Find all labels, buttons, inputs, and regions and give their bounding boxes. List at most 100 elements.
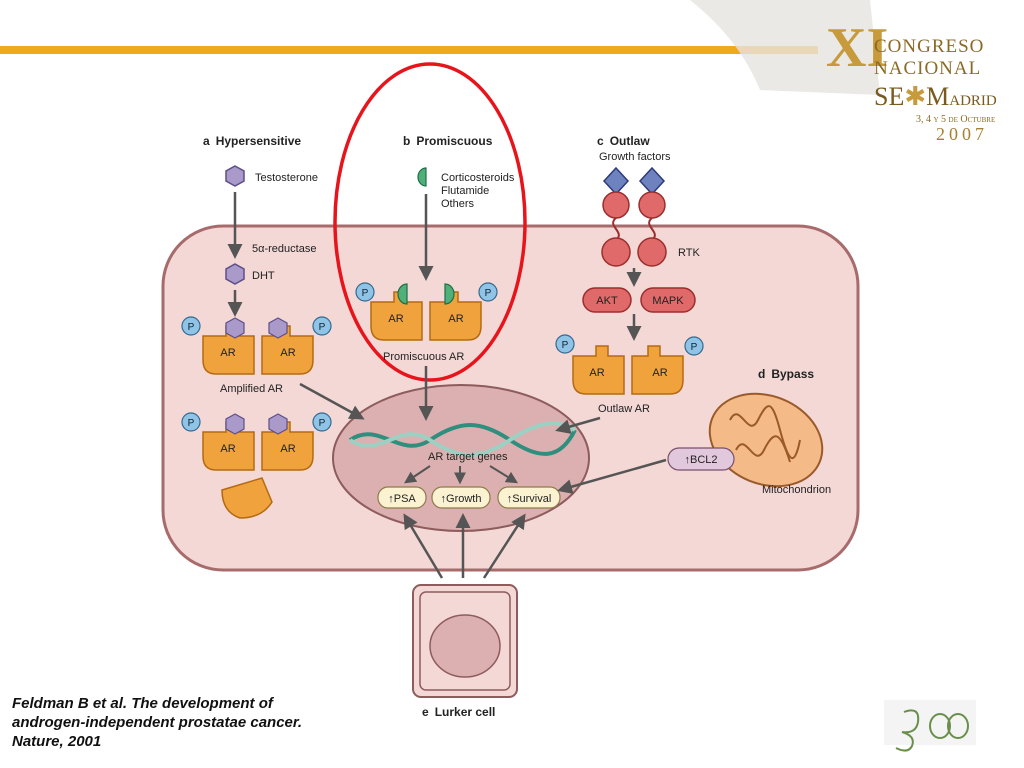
citation: Feldman B et al. The development of andr… <box>12 694 392 751</box>
dht-bound-left <box>225 317 245 339</box>
citation-line-3: Nature, 2001 <box>12 733 102 750</box>
phospho-a1-right-label: P <box>319 322 326 333</box>
citation-line-1: Feldman B et al. The development of <box>12 695 273 712</box>
ligand-bound-left <box>397 283 408 305</box>
phospho-c-left <box>555 334 575 354</box>
testosterone-label: Testosterone <box>255 172 318 184</box>
outlaw-ar-label: Outlaw AR <box>598 403 650 415</box>
dht-label: DHT <box>252 270 275 282</box>
phospho-a2-right <box>312 412 332 432</box>
dht-bound-a2-right <box>268 413 288 435</box>
reductase-label: 5α-reductase <box>252 243 316 255</box>
akt-box <box>582 287 632 313</box>
arrow-genes-psa <box>404 465 431 484</box>
rtk-label: RTK <box>678 247 700 259</box>
mapk-box <box>640 287 696 313</box>
header-bar <box>0 46 818 54</box>
rtk-domain-right-top <box>638 191 666 219</box>
arrow-lurker-survival <box>482 513 526 579</box>
mitochondrion <box>708 392 824 488</box>
phospho-b-right <box>478 282 498 302</box>
growth-factor-left <box>602 166 630 196</box>
footer-logo <box>895 709 920 752</box>
lurker-cell-inner <box>419 591 511 691</box>
mapk-label: MAPK <box>652 295 684 307</box>
roman-numeral: XI <box>826 17 889 79</box>
amplified-ar-label: Amplified AR <box>220 383 283 395</box>
dht-bound-a2-left <box>225 413 245 435</box>
ar-target-genes-label: AR target genes <box>428 451 508 463</box>
survival-label: ↑Survival <box>507 493 552 505</box>
ar-label-a1-left: AR <box>220 347 235 359</box>
ligand-molecule <box>417 167 427 187</box>
rtk-domain-right-bottom <box>637 237 667 267</box>
rtk-domain-left-top <box>602 191 630 219</box>
growth-factor-right <box>638 166 666 196</box>
congress-line1: CONGRESO <box>874 36 985 57</box>
ar-label-c-right: AR <box>652 367 667 379</box>
ligand-label-2: Flutamide <box>441 185 489 197</box>
phospho-b-right-label: P <box>485 288 492 299</box>
footer-logo-ring-2 <box>947 713 969 739</box>
org-star-icon: ✱ <box>904 82 927 111</box>
phospho-a1-right <box>312 316 332 336</box>
psa-box <box>377 486 427 509</box>
mitochondrion-label: Mitochondrion <box>762 484 831 496</box>
phospho-a2-right-label: P <box>319 418 326 429</box>
arrow-bcl2-survival <box>557 458 667 494</box>
bcl2-box <box>667 447 735 471</box>
phospho-c-left-label: P <box>562 340 569 351</box>
ligand-label-3: Others <box>441 198 475 210</box>
ar-label-b-left: AR <box>388 313 403 325</box>
phospho-a1-left <box>181 316 201 336</box>
ar-label-a2-right: AR <box>280 443 295 455</box>
citation-line-2: androgen-independent prostatae cancer. <box>12 714 303 731</box>
phospho-c-right-label: P <box>691 342 698 353</box>
mitochondrion-cristae-2 <box>735 435 791 463</box>
coactivator-shape <box>221 477 273 519</box>
rtk-domain-left-bottom <box>601 237 631 267</box>
mitochondrion-cristae <box>729 405 801 460</box>
ar-label-a2-left: AR <box>220 443 235 455</box>
highlight-ring <box>333 62 527 382</box>
arrow-amplified-nucleus <box>299 382 365 420</box>
growth-label: ↑Growth <box>441 493 482 505</box>
growth-box <box>431 486 491 509</box>
arrow-lurker-psa <box>403 513 444 579</box>
bcl2-label: ↑BCL2 <box>684 454 717 466</box>
ar-label-b-right: AR <box>448 313 463 325</box>
ar-label-c-left: AR <box>589 367 604 379</box>
lurker-nucleus <box>429 614 501 678</box>
ligand-label-1: Corticosteroids <box>441 172 515 184</box>
arrow-outlaw-nucleus <box>555 416 601 434</box>
phospho-a2-left <box>181 412 201 432</box>
phospho-b-left-label: P <box>362 288 369 299</box>
footer-logo-ring-1 <box>929 713 951 739</box>
arrow-genes-survival <box>489 465 519 484</box>
dna-strand-2 <box>348 421 577 457</box>
header-watermark <box>690 0 880 95</box>
phospho-c-right <box>684 336 704 356</box>
congress-dates: 3, 4 y 5 de Octubre <box>916 114 996 125</box>
survival-box <box>497 486 561 509</box>
akt-label: AKT <box>596 295 618 307</box>
growth-factors-label: Growth factors <box>599 151 671 163</box>
promiscuous-ar-label: Promiscuous AR <box>383 351 464 363</box>
congress-line2: NACIONAL <box>874 58 982 79</box>
dht-molecule <box>225 263 245 285</box>
testosterone-molecule <box>225 165 245 187</box>
dht-bound-right <box>268 317 288 339</box>
phospho-b-left <box>355 282 375 302</box>
congress-year: 2007 <box>936 124 988 144</box>
ligand-bound-right <box>444 283 455 305</box>
org-name: SE✱MADRID <box>874 82 997 111</box>
ar-label-a1-right: AR <box>280 347 295 359</box>
phospho-a1-left-label: P <box>188 322 195 333</box>
congress-logo: XI CONGRESO NACIONAL SE✱MADRID 3, 4 y 5 … <box>818 18 1024 148</box>
phospho-a2-left-label: P <box>188 418 195 429</box>
